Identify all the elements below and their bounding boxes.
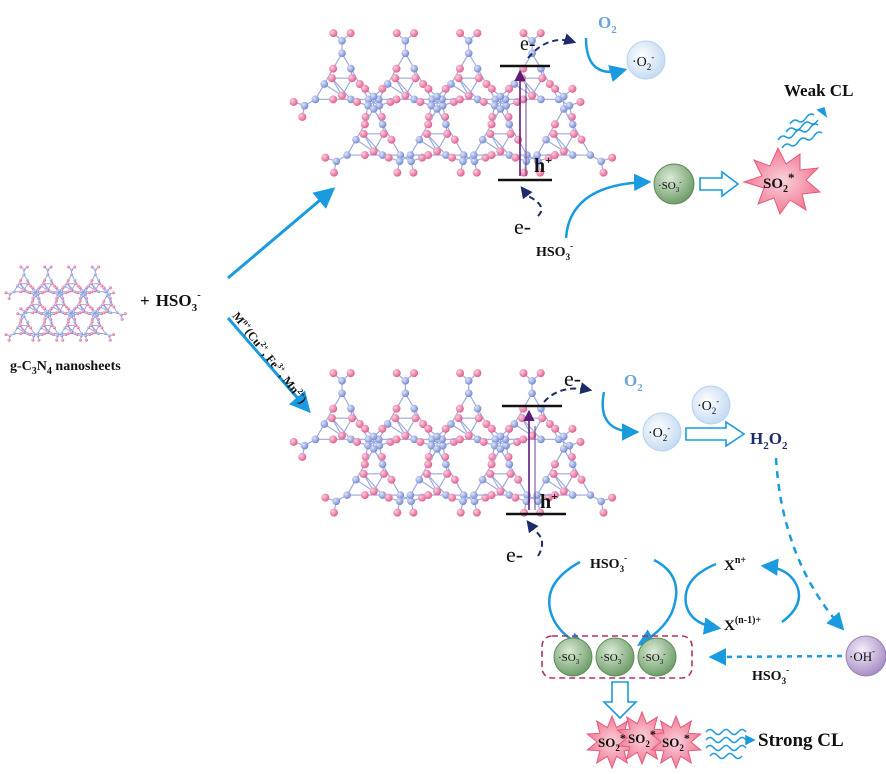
bisulfite-label-top: HSO3- (536, 241, 573, 262)
arrow-to-bottom-pathway (226, 317, 311, 414)
lattice-atoms (321, 84, 427, 177)
sulfite-radical-row: ·SO3- ·SO3- ·SO3- (553, 637, 677, 677)
lattice-atoms (51, 265, 92, 300)
electron-transfer-top (527, 33, 577, 59)
so2-excited-burst (616, 710, 668, 766)
superoxide-label-bottom-a: ·O2- (648, 423, 670, 443)
hydrogen-peroxide-label: H2O2 (750, 429, 788, 452)
bisulfite-label-bottom: HSO3- (590, 553, 627, 574)
oxygen-reduction-arrow-top (584, 37, 628, 83)
catalyst-label: Mn+(Cu2+, Fe3+, Mn2+) (230, 309, 311, 407)
so2-excited-burst (650, 714, 702, 770)
weak-emission-waves (777, 107, 828, 149)
lattice-atoms (63, 286, 104, 321)
oxygen-label-top: O2 (598, 13, 617, 36)
sulfite-radical (595, 637, 635, 677)
lattice-atoms (28, 265, 68, 300)
g-c3n4-nanosheet-bottom (289, 369, 617, 517)
so2-excited-burst-top (742, 146, 822, 216)
lattice-atoms (479, 369, 585, 461)
lattice-atoms (511, 424, 617, 517)
sulfite-radical-label-top: ·SO3- (658, 178, 682, 194)
so2-star-label-top: SO2* (763, 170, 795, 195)
hydroxyl-oxidation-arrow (708, 648, 843, 666)
electron-transfer-bottom (543, 382, 593, 403)
lattice-atoms (447, 84, 553, 177)
metal-low-label: X(n-1)+ (724, 615, 761, 634)
oxygen-label-bottom: O2 (624, 371, 643, 394)
strong-cl-label: Strong CL (758, 730, 844, 751)
metal-cycle-arrow-left (684, 562, 722, 635)
sulfite-radical-top (653, 163, 695, 205)
so2-star-label: SO2* (628, 727, 656, 749)
hydroxyl-label: ·OH- (849, 646, 875, 664)
hole-label-top: h+ (534, 153, 552, 177)
lattice-atoms (51, 307, 92, 342)
lattice-atoms (416, 369, 522, 461)
electron-donation-top (520, 186, 543, 217)
sulfite-radical-label: ·SO3- (600, 650, 624, 666)
electron-label-top: e- (520, 33, 536, 55)
bisulfite-cycle-arrow-right (636, 558, 678, 646)
strong-emission-waves (705, 728, 756, 760)
lattice-atoms (416, 29, 522, 121)
hollow-arrow-down (602, 681, 638, 720)
lattice-atoms (352, 369, 458, 461)
lattice-atoms (447, 424, 553, 517)
metal-high-label: Xn+ (724, 555, 746, 574)
electron-lower-label-bottom: e- (506, 542, 523, 567)
lattice-atoms (352, 29, 458, 121)
superoxide-radical-top (626, 40, 666, 80)
so2-star-label: SO2* (662, 731, 690, 753)
lattice-atoms (75, 265, 115, 300)
lattice-atoms (87, 286, 127, 321)
hollow-arrow-top (699, 170, 740, 198)
sulfite-radical (637, 637, 677, 677)
electron-lower-label-top: e- (514, 214, 531, 239)
lattice-atoms (75, 307, 115, 342)
peroxide-decomposition-arrow (774, 457, 845, 631)
oxygen-reduction-arrow-bottom (601, 391, 640, 441)
superoxide-radical-bottom-a (642, 412, 682, 452)
superoxide-radical-bottom-b (691, 385, 731, 425)
arrow-to-top-pathway (227, 187, 336, 280)
electron-label-bottom: e- (564, 366, 581, 391)
so2-excited-burst-row: SO2*SO2*SO2* (586, 710, 702, 770)
lattice-atoms (384, 84, 490, 177)
lattice-atoms (4, 307, 44, 342)
hydroxyl-radical (845, 635, 886, 677)
lattice-atoms (289, 369, 395, 461)
sulfite-radical-group (541, 635, 693, 679)
electron-donation-bottom (526, 520, 544, 557)
lattice-atoms (4, 265, 44, 300)
g-c3n4-nanosheet-top (289, 29, 617, 177)
lattice-atoms (289, 29, 395, 121)
bisulfite-cycle-arrow-left (547, 560, 588, 649)
bisulfite-oxidation-arrow-top (564, 173, 652, 239)
lattice-atoms (384, 424, 490, 517)
bisulfite-label-right: HSO3- (752, 665, 789, 686)
sulfite-radical-label: ·SO3- (558, 650, 582, 666)
superoxide-label-top: ·O2- (632, 52, 654, 72)
so2-star-label: SO2* (598, 731, 626, 753)
lattice-atoms (321, 424, 427, 517)
weak-cl-label: Weak CL (784, 81, 853, 100)
hollow-arrow-peroxide (685, 420, 746, 448)
superoxide-label-bottom-b: ·O2- (697, 396, 719, 416)
nanosheet-caption: g-C3N4 nanosheets (10, 359, 121, 377)
sulfite-radical-label: ·SO3- (642, 650, 666, 666)
lattice-atoms (28, 307, 68, 342)
g-c3n4-nanosheet-small (4, 265, 127, 342)
sulfite-radical (553, 637, 593, 677)
hole-label-bottom: h+ (540, 489, 558, 513)
metal-cycle-arrow-right (760, 558, 801, 623)
reagent-label: +HSO3- (140, 289, 201, 314)
lattice-atoms (511, 84, 617, 177)
